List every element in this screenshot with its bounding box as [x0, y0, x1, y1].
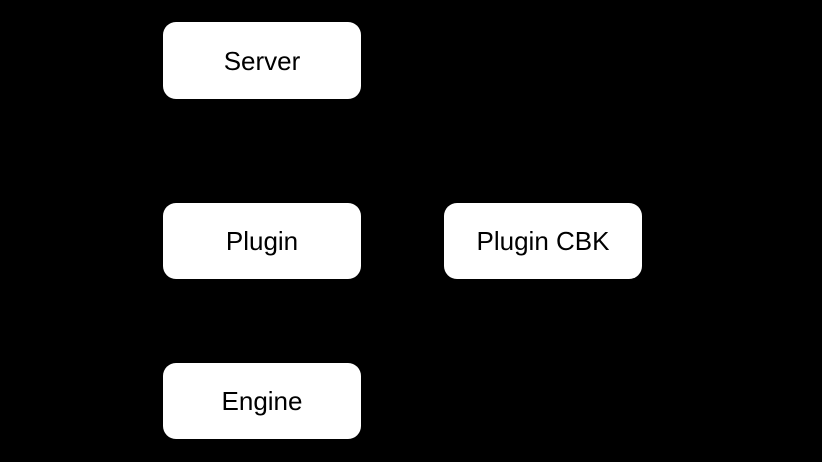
node-plugin-label: Plugin	[225, 226, 299, 256]
node-server: Server	[163, 22, 361, 99]
node-plugin: Plugin	[163, 203, 361, 279]
node-engine-label: Engine	[221, 386, 303, 416]
node-engine: Engine	[163, 363, 361, 439]
node-plugin-cbk-label: Plugin CBK	[476, 226, 610, 256]
node-server-label: Server	[223, 45, 301, 76]
node-plugin-cbk: Plugin CBK	[444, 203, 642, 279]
